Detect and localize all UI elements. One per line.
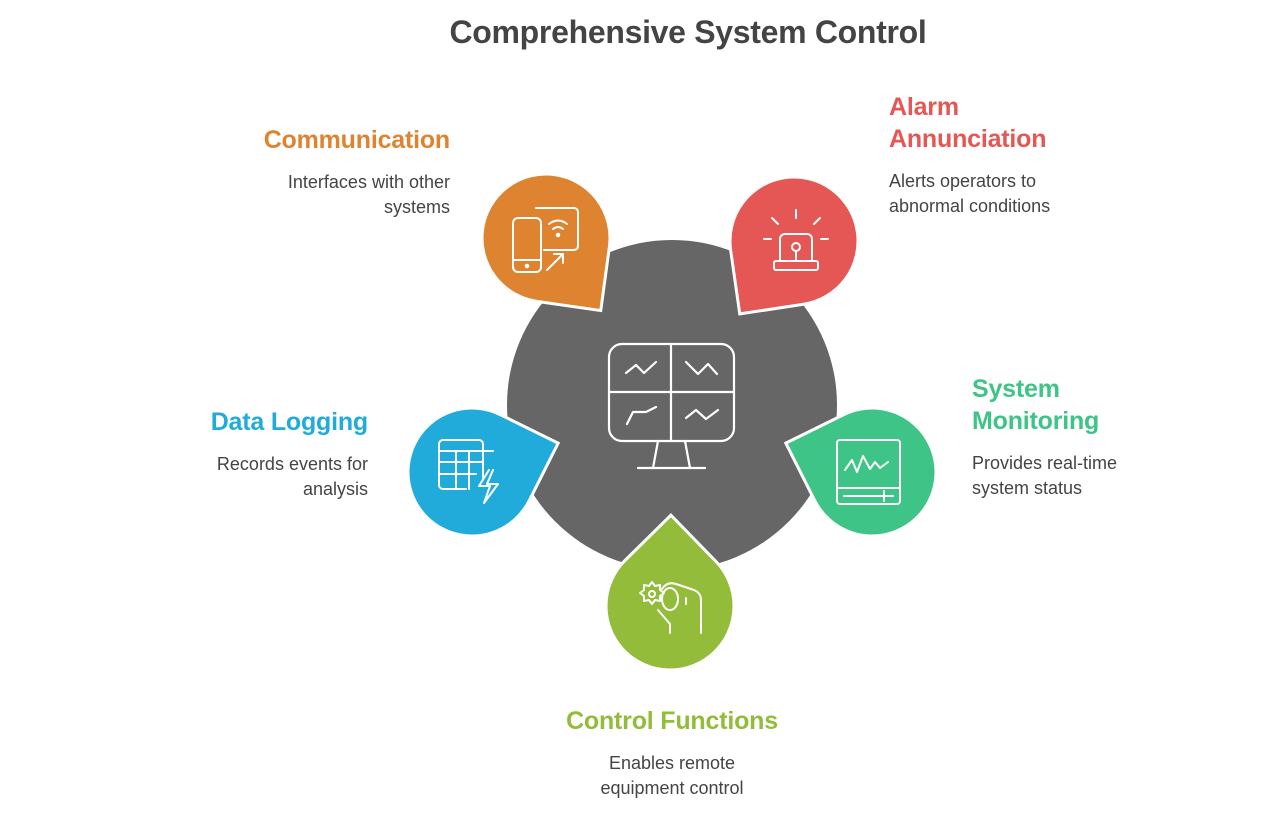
communication-description: Interfaces with other systems [264,170,450,220]
data-logging-description-line: analysis [302,479,368,499]
communication-description-line: Interfaces with other [287,172,450,192]
monitor-charts-icon [607,342,736,470]
petal-alarm-annunciation [728,175,860,316]
system-monitoring-description: Provides real-time system status [972,451,1117,501]
control-description-line: equipment control [600,778,744,798]
petal-communication [480,172,612,313]
table-lightning-icon [438,439,499,504]
phone-wifi-share-icon [512,207,579,273]
control-functions-description: Enables remote equipment control [522,751,822,801]
alarm-description-line: Alerts operators to [889,171,1037,191]
alarm-title-line: Annunciation [889,125,1047,153]
data-logging-description-line: Records events for [216,454,368,474]
alarm-description-line: abnormal conditions [889,196,1051,216]
data-logging-title: Data Logging [210,408,369,436]
monitoring-title-line: System [972,375,1060,403]
monitor-waveform-icon [836,439,901,505]
label-control-functions: Control Functions Enables remote equipme… [522,705,822,801]
alarm-annunciation-description: Alerts operators to abnormal conditions [889,169,1050,219]
communication-title: Communication [263,126,450,154]
control-functions-title: Control Functions [566,707,778,735]
hand-gear-icon [639,581,702,634]
monitoring-title-line: Monitoring [972,407,1100,435]
communication-description-line: systems [383,197,450,217]
label-communication: Communication Interfaces with other syst… [264,124,450,220]
diagram-title: Comprehensive System Control [449,14,927,50]
alarm-annunciation-title: Alarm Annunciation [889,91,1050,155]
system-monitoring-title: System Monitoring [972,373,1117,437]
label-alarm-annunciation: Alarm Annunciation Alerts operators to a… [889,91,1050,219]
monitoring-description-line: Provides real-time [972,453,1118,473]
control-description-line: Enables remote [608,753,736,773]
monitoring-description-line: system status [972,478,1083,498]
data-logging-description: Records events for analysis [211,452,368,502]
label-system-monitoring: System Monitoring Provides real-time sys… [972,373,1117,501]
siren-icon [763,209,829,271]
alarm-title-line: Alarm [889,93,959,121]
label-data-logging: Data Logging Records events for analysis [210,406,369,502]
